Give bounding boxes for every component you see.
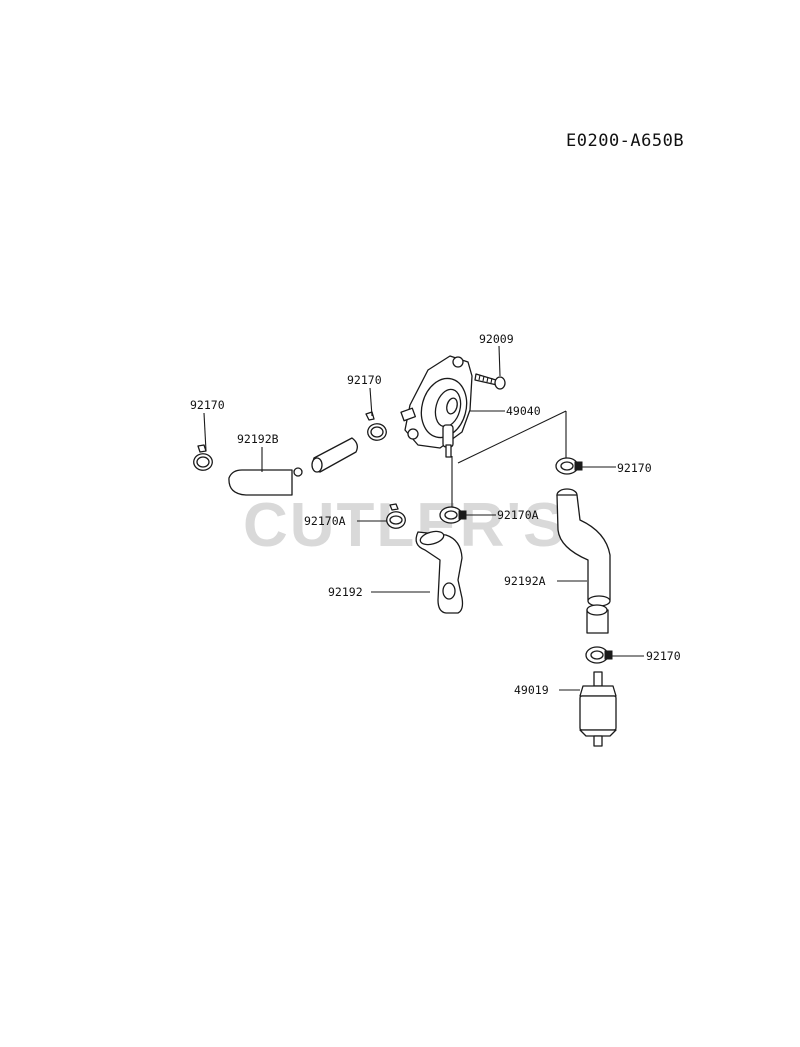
label-fuel-filter: 49019 — [514, 683, 549, 697]
label-hose-left: 92192B — [237, 432, 279, 446]
label-fuel-pump: 49040 — [506, 404, 541, 418]
clamp-upper-left-part — [193, 444, 213, 471]
bolt-part — [474, 373, 506, 390]
label-hose-right: 92192A — [504, 574, 546, 588]
clamp-upper-mid-part — [365, 411, 387, 441]
hose-left-part — [228, 437, 358, 496]
label-bolt: 92009 — [479, 332, 514, 346]
watermark: CUTLER'S — [243, 491, 567, 560]
clamp-right-part — [555, 457, 583, 475]
label-clamp-a-right: 92170A — [497, 508, 539, 522]
clamp-lower-right-part — [585, 646, 613, 664]
hose-right-part — [556, 488, 611, 634]
diagram-reference-code: E0200-A650B — [566, 131, 685, 151]
label-hose-mid: 92192 — [328, 585, 363, 599]
label-clamp-right: 92170 — [617, 461, 652, 475]
fuel-pump-part — [400, 355, 473, 458]
label-clamp-upper-mid: 92170 — [347, 373, 382, 387]
hose-mid-part — [415, 530, 464, 614]
label-clamp-a-left: 92170A — [304, 514, 346, 528]
fuel-filter-part — [579, 671, 617, 747]
label-clamp-lower-right: 92170 — [646, 649, 681, 663]
clamp-a-right-part — [439, 506, 467, 524]
leader-lines — [203, 345, 644, 691]
clamp-a-left-part — [386, 503, 406, 529]
label-clamp-upper-left: 92170 — [190, 398, 225, 412]
